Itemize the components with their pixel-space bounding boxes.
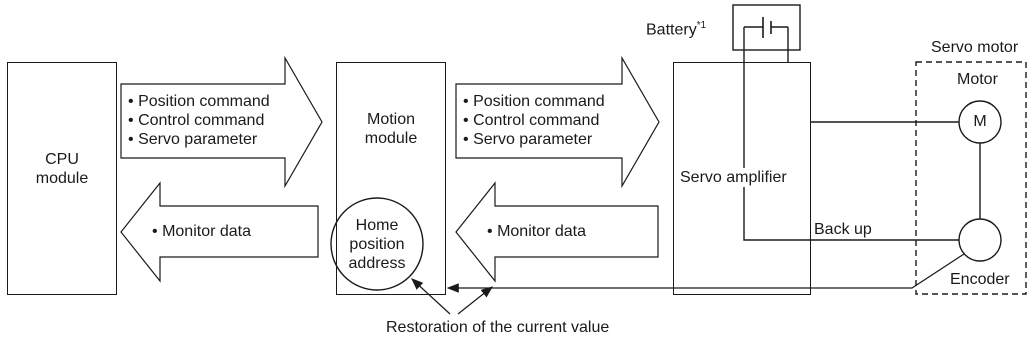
arrow4-text: • Monitor data <box>487 223 586 240</box>
monitor-arrow-1 <box>120 181 319 283</box>
motion-module-label: Motion module <box>364 111 418 147</box>
monitor-arrow-2 <box>455 181 659 283</box>
servo-amplifier-box <box>673 62 811 295</box>
motion-module-box <box>336 62 446 295</box>
motor-symbol: M <box>973 113 987 130</box>
home-position-label: Home position address <box>348 217 406 272</box>
arrow1-item: • Position command <box>128 93 270 110</box>
arrow2-item: • Servo parameter <box>463 131 593 148</box>
battery-note: *1 <box>696 20 707 31</box>
cpu-module-box <box>7 62 117 295</box>
arrow1-item: • Control command <box>128 112 265 129</box>
restoration-label: Restoration of the current value <box>386 319 610 336</box>
battery-text: Battery <box>646 21 697 39</box>
motor-circle <box>958 100 1002 144</box>
back-up-label: Back up <box>814 221 872 238</box>
home-position-circle <box>330 197 424 291</box>
encoder-circle <box>958 218 1002 262</box>
servo-amplifier-label: Servo amplifier <box>679 168 788 187</box>
arrow3-text: • Monitor data <box>152 223 251 240</box>
encoder-label: Encoder <box>950 271 1010 288</box>
arrow2-text: • Position command • Control command • S… <box>463 92 605 149</box>
command-arrow-1 <box>120 55 323 189</box>
battery-box <box>732 4 801 51</box>
command-arrow-2 <box>455 55 660 189</box>
arrow1-text: • Position command • Control command • S… <box>128 92 270 149</box>
servo-motor-label: Servo motor <box>931 39 1019 56</box>
arrow1-item: • Servo parameter <box>128 131 258 148</box>
cpu-module-label: CPU module <box>35 151 89 187</box>
arrow2-item: • Position command <box>463 93 605 110</box>
battery-label: Battery*1 <box>646 16 706 39</box>
arrow2-item: • Control command <box>463 112 600 129</box>
servo-motor-frame <box>915 61 1027 295</box>
motor-label: Motor <box>957 71 998 88</box>
